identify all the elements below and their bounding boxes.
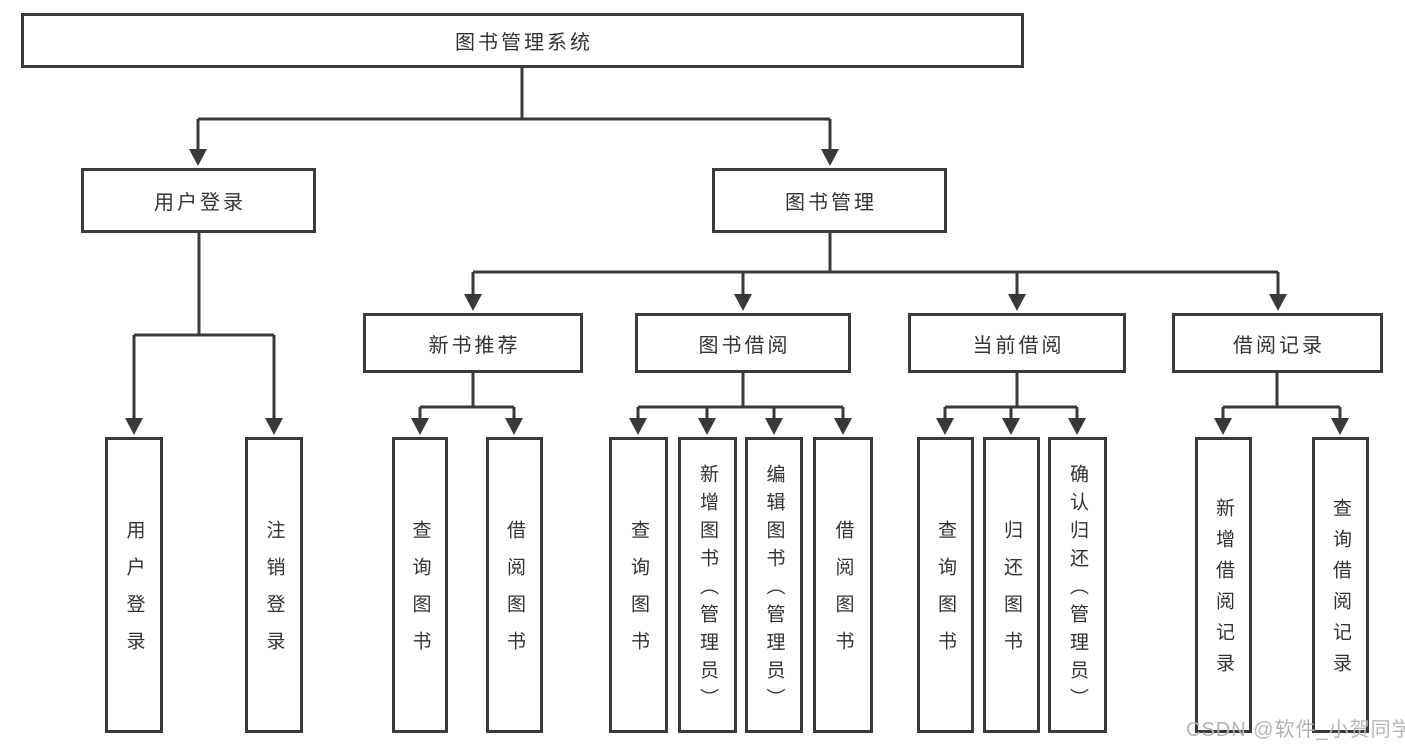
node-book-borrow: 图书借阅: [635, 313, 851, 373]
node-book-management-label: 图书管理: [785, 192, 877, 214]
node-book-management: 图书管理: [712, 168, 947, 233]
leaf-edit-book-admin-label: 编辑图书（管理员）: [763, 463, 785, 716]
leaf-add-book-admin-label: 新增图书（管理员）: [697, 463, 718, 716]
leaf-user-login-label: 用户登录: [123, 520, 145, 668]
leaf-query-book-recommend: 查询图书: [392, 437, 448, 733]
leaf-borrow-book-recommend: 借阅图书: [486, 437, 543, 733]
leaf-return-book-label: 归还图书: [1001, 520, 1022, 668]
leaf-logout: 注销登录: [245, 437, 303, 733]
leaf-query-book-borrow: 查询图书: [609, 437, 668, 733]
node-borrow-records-label: 借阅记录: [1233, 334, 1325, 357]
node-user-login-label: 用户登录: [154, 192, 246, 214]
leaf-borrow-book: 借阅图书: [813, 437, 873, 733]
leaf-query-book-current: 查询图书: [917, 437, 974, 733]
leaf-add-borrow-record-label: 新增借阅记录: [1213, 498, 1234, 684]
node-current-borrow-label: 当前借阅: [972, 334, 1065, 357]
leaf-borrow-book-label: 借阅图书: [832, 520, 854, 668]
leaf-query-book-recommend-label: 查询图书: [409, 520, 431, 668]
node-book-borrow-label: 图书借阅: [698, 334, 791, 357]
watermark-text: CSDN @软件_小贺同学: [1186, 719, 1405, 741]
leaf-confirm-return-admin-label: 确认归还（管理员）: [1067, 463, 1088, 716]
leaf-confirm-return-admin: 确认归还（管理员）: [1048, 437, 1107, 733]
node-root-label: 图书管理系统: [455, 32, 593, 54]
leaf-query-book-current-label: 查询图书: [935, 520, 956, 668]
node-root: 图书管理系统: [21, 13, 1024, 68]
leaf-borrow-book-recommend-label: 借阅图书: [504, 520, 525, 668]
leaf-return-book: 归还图书: [983, 437, 1040, 733]
leaf-query-book-borrow-label: 查询图书: [628, 520, 649, 668]
leaf-query-borrow-record: 查询借阅记录: [1312, 437, 1369, 733]
node-new-book-recommend-label: 新书推荐: [428, 334, 521, 357]
node-borrow-records: 借阅记录: [1172, 313, 1383, 373]
node-user-login: 用户登录: [81, 168, 316, 233]
leaf-edit-book-admin: 编辑图书（管理员）: [745, 437, 803, 733]
leaf-user-login: 用户登录: [105, 437, 163, 733]
leaf-query-borrow-record-label: 查询借阅记录: [1330, 498, 1351, 684]
leaf-add-borrow-record: 新增借阅记录: [1195, 437, 1252, 733]
node-new-book-recommend: 新书推荐: [363, 313, 583, 373]
leaf-add-book-admin: 新增图书（管理员）: [678, 437, 737, 733]
node-current-borrow: 当前借阅: [908, 313, 1126, 373]
leaf-logout-label: 注销登录: [263, 520, 285, 668]
